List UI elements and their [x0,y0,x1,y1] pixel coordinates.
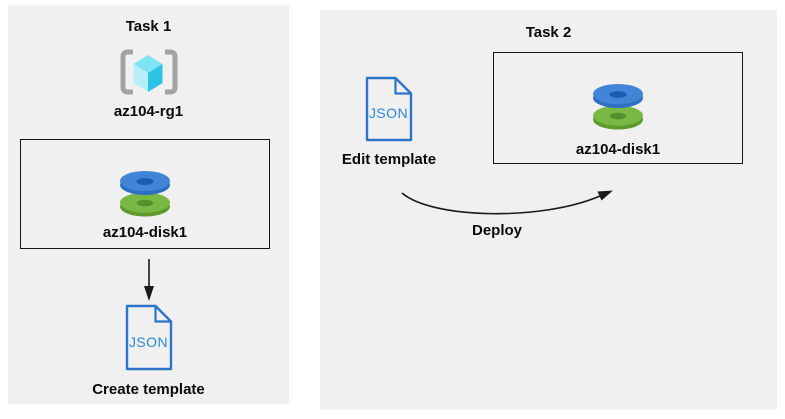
managed-disk-icon [120,170,170,217]
down-arrow-icon [143,259,154,301]
json-file-icon: JSON [365,76,413,142]
resource-group-icon [120,49,177,95]
json-icon-label: JSON [129,334,168,350]
task2-title: Task 2 [525,24,572,41]
task1-panel: Task 1 az104-rg1 az104-disk1 JSON Create… [8,5,289,404]
task1-resource-box: az104-disk1 [20,139,270,249]
task2-panel: Task 2 JSON Edit template az104-disk1 De… [320,10,777,410]
disk-label: az104-disk1 [575,141,661,158]
edit-template-label: Edit template [341,151,437,168]
deploy-label: Deploy [471,222,523,239]
create-template-label: Create template [92,381,205,398]
disk-label: az104-disk1 [102,224,188,241]
task2-resource-box: az104-disk1 [493,52,743,164]
resource-group-label: az104-rg1 [113,103,184,120]
json-file-icon: JSON [125,304,172,371]
deploy-arrow-icon [401,190,613,215]
managed-disk-icon [593,83,643,130]
task1-title: Task 1 [125,18,172,35]
json-icon-label: JSON [369,105,408,121]
